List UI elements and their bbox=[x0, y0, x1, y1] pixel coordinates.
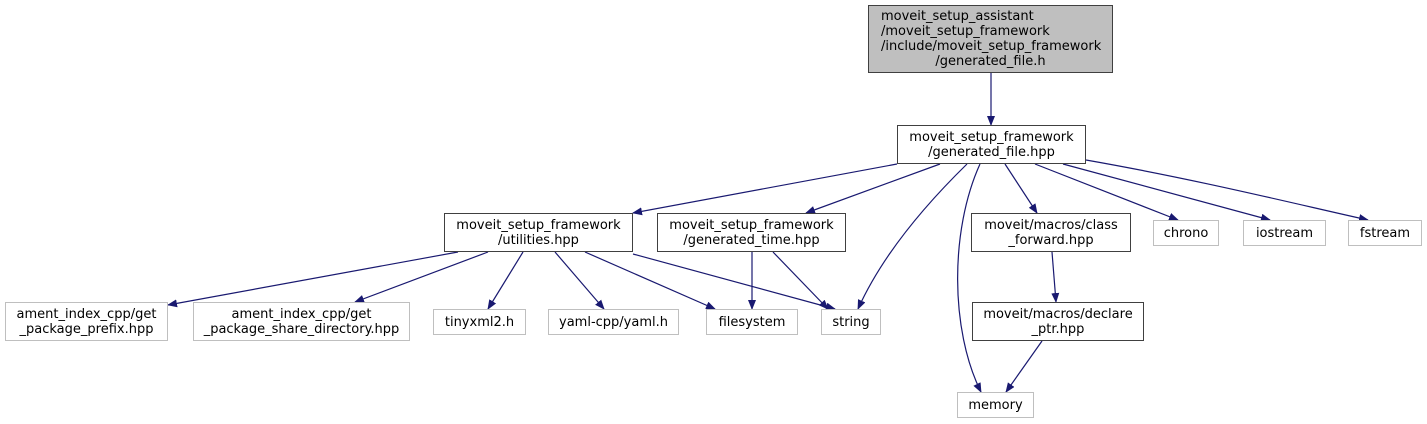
edge-generated-file-hpp-to-utilities-hpp bbox=[632, 163, 898, 216]
node-label-line: yaml-cpp/yaml.h bbox=[559, 314, 668, 330]
node-label-line: moveit_setup_assistant bbox=[881, 9, 1034, 24]
node-label-line: /utilities.hpp bbox=[498, 232, 579, 248]
node-label-line: _ptr.hpp bbox=[1031, 321, 1085, 337]
node-label-line: tinyxml2.h bbox=[444, 314, 515, 330]
node-string: string bbox=[821, 309, 881, 335]
edge-declare-ptr-hpp-to-memory bbox=[1005, 340, 1043, 393]
node-label-line: moveit_setup_framework bbox=[909, 129, 1074, 145]
edge-generated-file-hpp-to-generated-time-hpp bbox=[805, 163, 941, 214]
node-label-line: fstream bbox=[1359, 225, 1411, 241]
edge-generated-file-hpp-to-memory bbox=[957, 163, 982, 393]
node-root: moveit_setup_assistant/moveit_setup_fram… bbox=[868, 5, 1113, 73]
edge-generated-file-hpp-to-iostream bbox=[1062, 163, 1271, 222]
node-label-line: ament_index_cpp/get bbox=[231, 306, 372, 322]
node-label-line: _package_prefix.hpp bbox=[19, 321, 154, 337]
node-label-line: /include/moveit_setup_framework bbox=[881, 39, 1102, 54]
edge-class-forward-hpp-to-declare-ptr-hpp bbox=[1051, 251, 1060, 303]
node-label-line: iostream bbox=[1255, 225, 1314, 241]
node-label-line: moveit/macros/declare bbox=[983, 306, 1133, 322]
node-label-line: string bbox=[832, 314, 870, 330]
node-generated-time-hpp[interactable]: moveit_setup_framework/generated_time.hp… bbox=[657, 213, 846, 252]
node-label-line: moveit_setup_framework bbox=[456, 217, 621, 233]
node-fstream: fstream bbox=[1348, 220, 1422, 246]
node-declare-ptr-hpp[interactable]: moveit/macros/declare_ptr.hpp bbox=[972, 302, 1144, 341]
edge-utilities-hpp-to-tinyxml2 bbox=[487, 251, 524, 310]
node-label-line: _forward.hpp bbox=[1008, 232, 1094, 248]
node-label-line: /moveit_setup_framework bbox=[881, 24, 1050, 39]
node-label-line: /generated_file.hpp bbox=[928, 144, 1055, 160]
edge-generated-file-hpp-to-class-forward-hpp bbox=[1004, 163, 1038, 214]
edge-utilities-hpp-to-yaml-cpp bbox=[554, 251, 605, 310]
node-label-line: /generated_file.h bbox=[935, 54, 1046, 69]
node-filesystem: filesystem bbox=[706, 309, 798, 335]
node-memory: memory bbox=[957, 392, 1034, 418]
node-utilities-hpp[interactable]: moveit_setup_framework/utilities.hpp bbox=[444, 213, 633, 252]
node-label-line: moveit_setup_framework bbox=[669, 217, 834, 233]
edge-generated-file-hpp-to-fstream bbox=[1085, 159, 1369, 222]
node-tinyxml2: tinyxml2.h bbox=[433, 309, 526, 335]
edge-generated-file-hpp-to-chrono bbox=[1034, 163, 1179, 221]
edge-generated-file-hpp-to-string bbox=[857, 163, 968, 310]
node-label-line: filesystem bbox=[718, 314, 786, 330]
node-label-line: _package_share_directory.hpp bbox=[203, 321, 400, 337]
node-iostream: iostream bbox=[1243, 220, 1326, 246]
node-chrono: chrono bbox=[1153, 220, 1219, 246]
node-label-line: ament_index_cpp/get bbox=[16, 306, 157, 322]
node-label-line: moveit/macros/class bbox=[984, 217, 1118, 233]
edge-generated-time-hpp-to-string bbox=[772, 251, 829, 310]
edge-utilities-hpp-to-get-package-prefix bbox=[167, 251, 459, 308]
node-class-forward-hpp[interactable]: moveit/macros/class_forward.hpp bbox=[971, 213, 1131, 252]
edge-utilities-hpp-to-filesystem bbox=[584, 251, 716, 310]
node-get-package-prefix: ament_index_cpp/get_package_prefix.hpp bbox=[5, 302, 168, 341]
edge-utilities-hpp-to-get-package-share-directory bbox=[354, 251, 489, 303]
node-get-package-share-directory: ament_index_cpp/get_package_share_direct… bbox=[193, 302, 410, 341]
node-label-line: memory bbox=[968, 397, 1023, 413]
node-label-line: chrono bbox=[1163, 225, 1209, 241]
node-generated-file-hpp[interactable]: moveit_setup_framework/generated_file.hp… bbox=[897, 125, 1086, 164]
node-label-line: /generated_time.hpp bbox=[683, 232, 820, 248]
edge-utilities-hpp-to-string bbox=[632, 253, 836, 311]
node-yaml-cpp: yaml-cpp/yaml.h bbox=[548, 309, 679, 335]
